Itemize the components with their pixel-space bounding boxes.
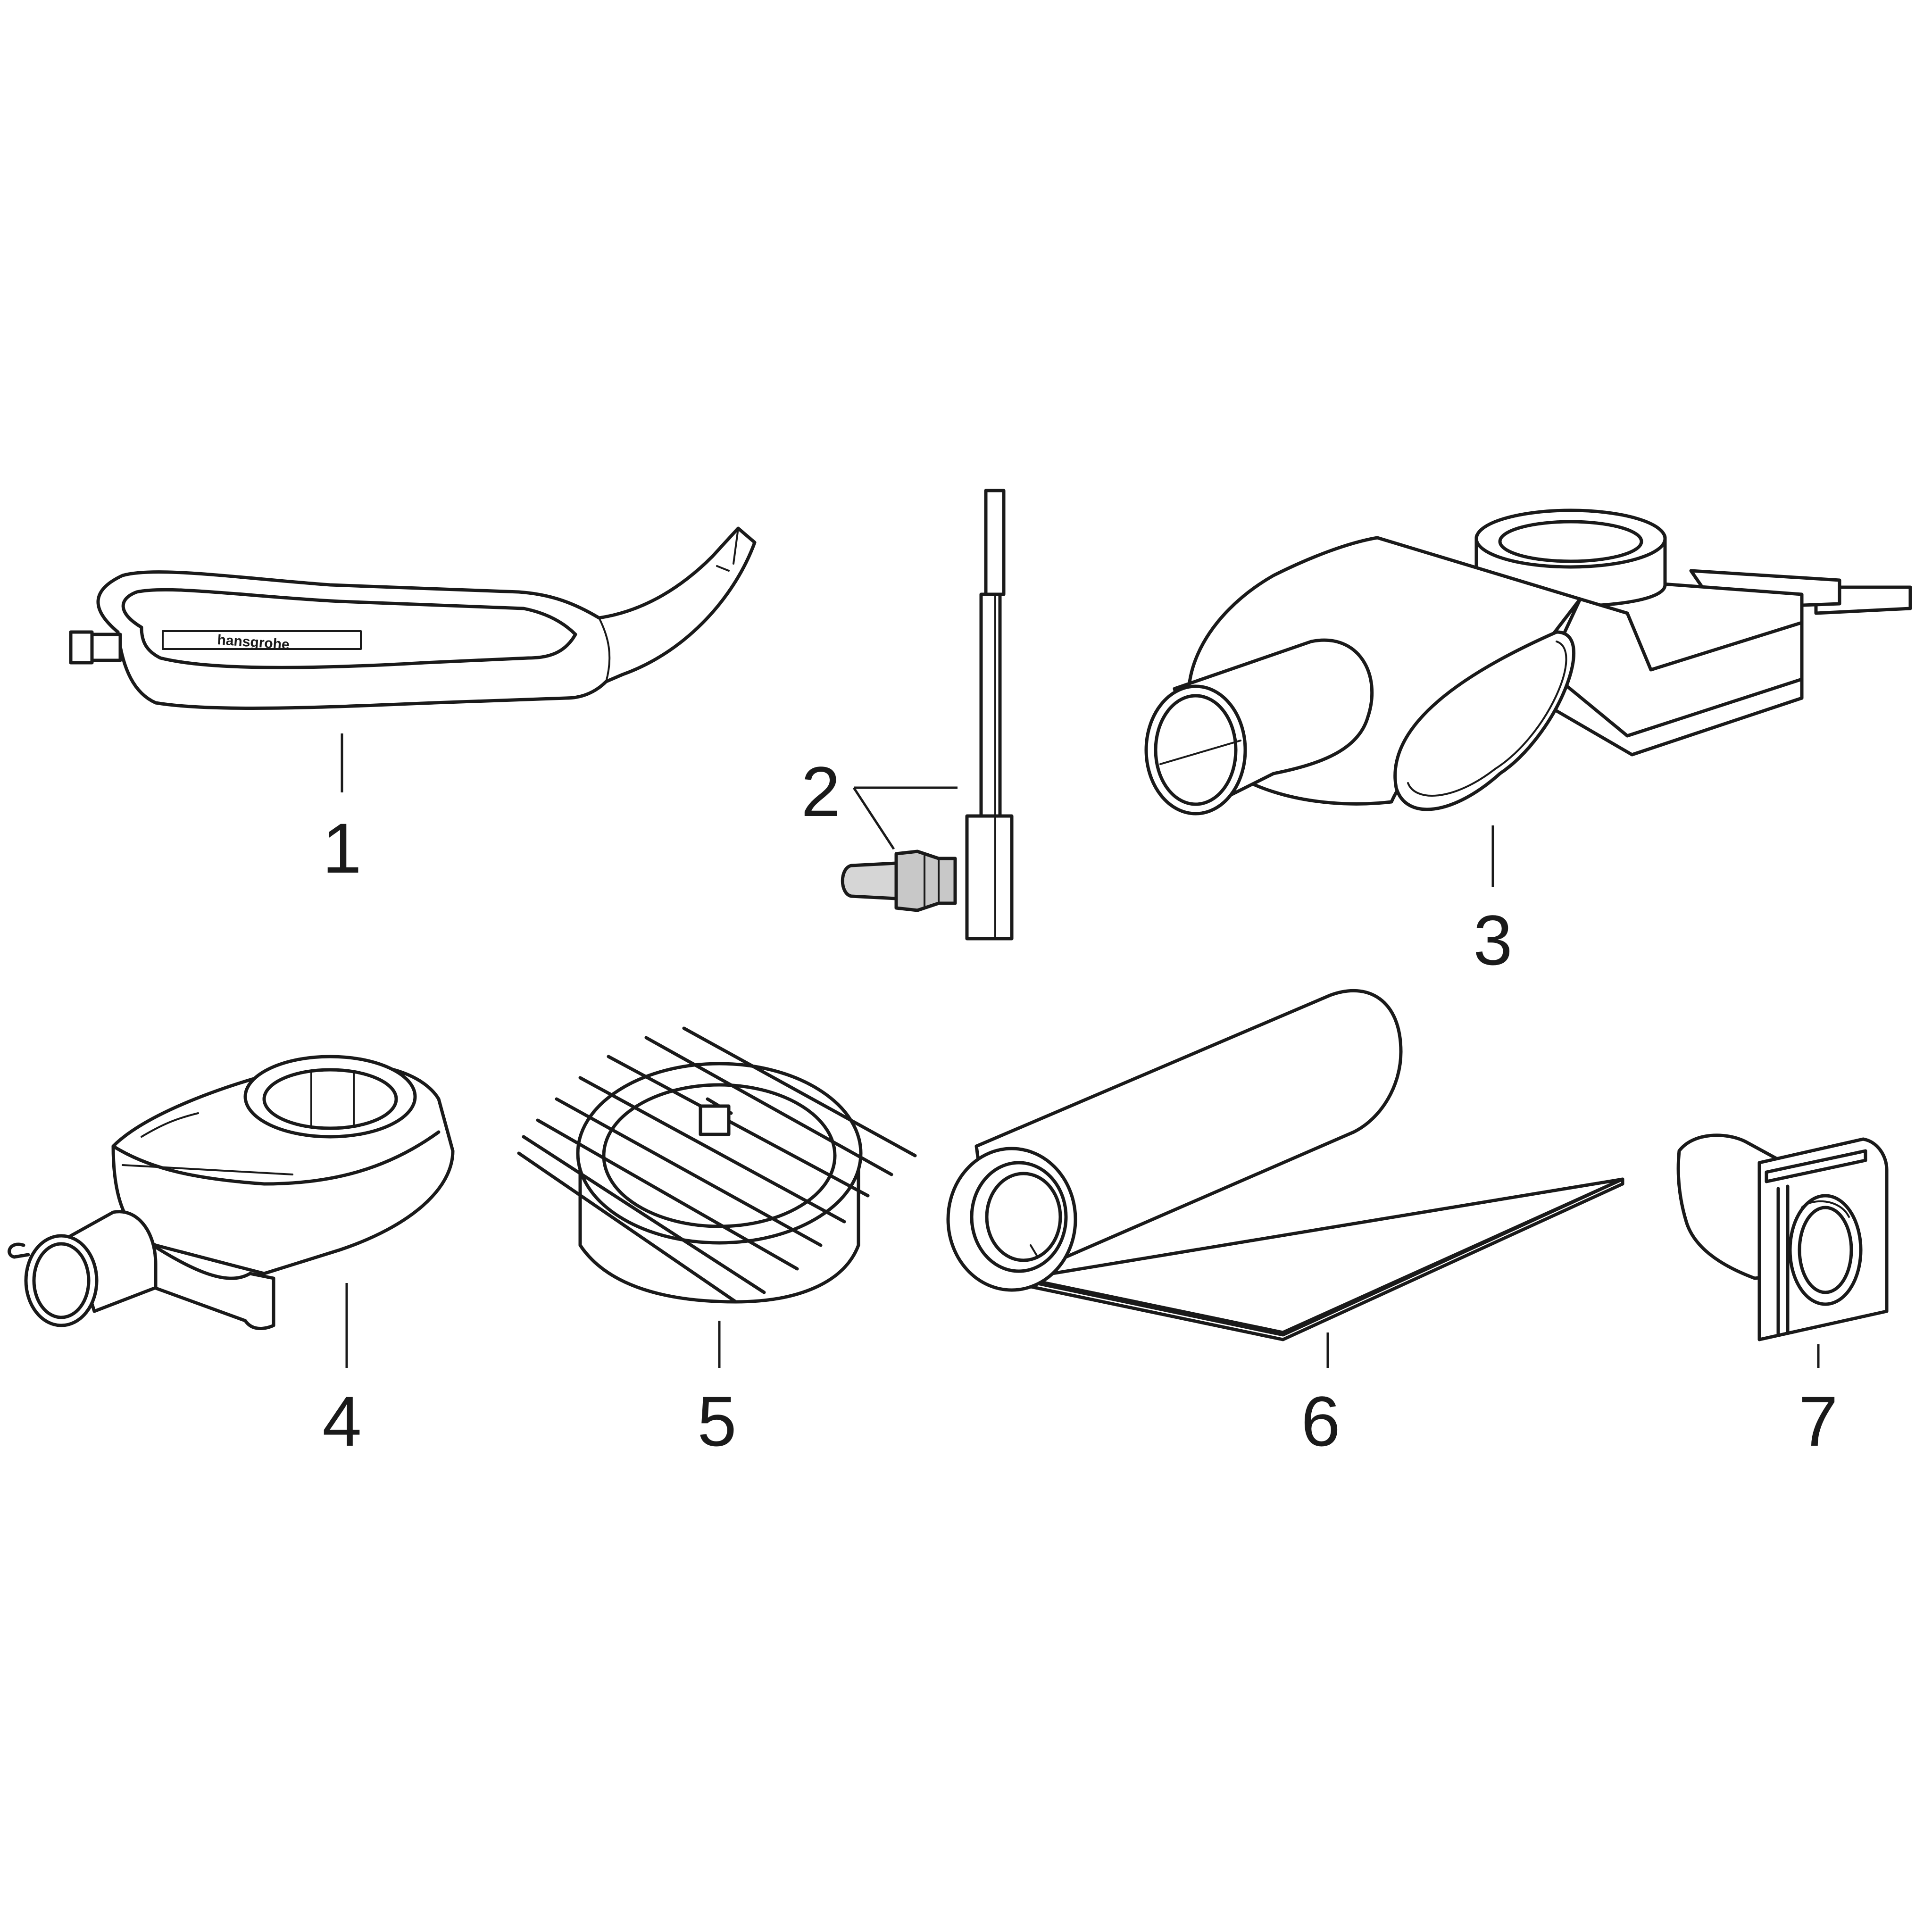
- part-4-drain-housing-icon: [8, 1055, 455, 1331]
- part-5-grate-icon: [517, 1026, 917, 1304]
- part-label-5: 5: [697, 1382, 736, 1461]
- part-label-3: 3: [1473, 900, 1512, 980]
- leader-2b: [852, 787, 895, 850]
- part-7-wall-sleeve-icon: [1676, 1133, 1889, 1341]
- part-label-2: 2: [801, 752, 840, 831]
- grate-bars: [517, 1026, 917, 1304]
- part-1-key-icon: hansgrohe: [69, 526, 757, 710]
- part-label-7: 7: [1799, 1382, 1838, 1461]
- part-label-6: 6: [1301, 1382, 1340, 1461]
- part-label-1: 1: [322, 808, 361, 888]
- part-2-screw-strip-icon: [841, 489, 1014, 941]
- part-3-drain-body-icon: [1144, 508, 1912, 816]
- part-label-4: 4: [322, 1382, 361, 1461]
- part-6-membrane-icon: [946, 989, 1624, 1341]
